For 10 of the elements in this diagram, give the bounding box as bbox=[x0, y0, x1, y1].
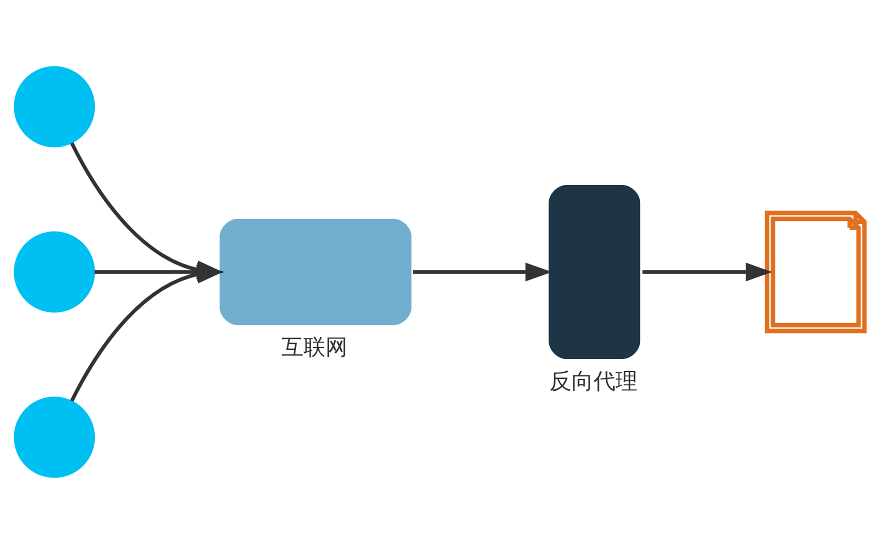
arrow bbox=[642, 262, 772, 282]
node-cloud bbox=[220, 218, 412, 326]
arrow bbox=[412, 262, 552, 282]
node-server bbox=[548, 184, 640, 360]
arrow bbox=[70, 264, 224, 402]
node-person bbox=[14, 231, 95, 313]
node-person bbox=[14, 66, 95, 148]
node-person bbox=[14, 396, 95, 478]
node-label: 反向代理 bbox=[549, 368, 638, 395]
node-label: 互联网 bbox=[282, 334, 348, 361]
